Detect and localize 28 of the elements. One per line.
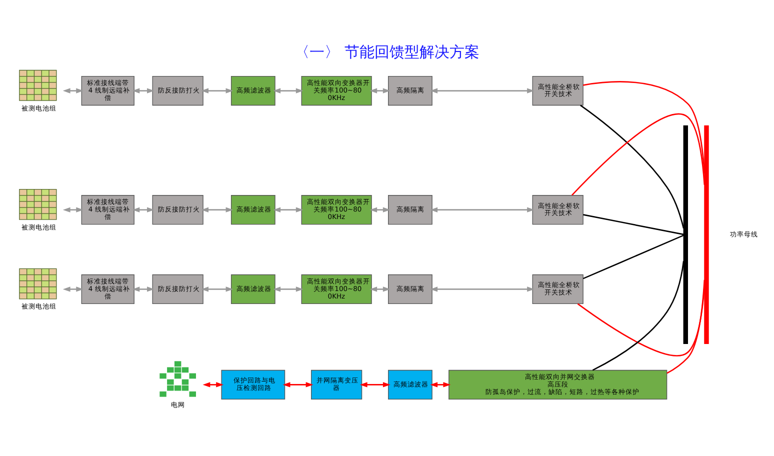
arrow (132, 88, 154, 93)
arrow (282, 382, 314, 387)
arrow (370, 206, 390, 212)
connector (580, 104, 684, 228)
node-bar (683, 124, 688, 344)
node-bar (704, 124, 709, 344)
connector (582, 234, 684, 279)
arrow (132, 206, 154, 212)
arrow (430, 206, 534, 212)
arrow (201, 88, 234, 93)
arrow (430, 88, 534, 93)
connector (666, 279, 706, 374)
arrow (273, 206, 304, 212)
connector (592, 260, 684, 370)
arrow (273, 286, 304, 292)
connector (583, 80, 706, 173)
arrow (201, 286, 234, 292)
arrow (202, 382, 224, 387)
arrow (132, 286, 154, 292)
arrow (360, 382, 390, 387)
connector (572, 113, 706, 196)
diagram-title: 〈一〉 节能回馈型解决方案 (294, 44, 480, 61)
arrow (201, 206, 234, 212)
arrow (273, 88, 304, 93)
arrow (430, 286, 534, 292)
connector (583, 214, 684, 235)
arrow (370, 286, 390, 292)
arrow (370, 88, 390, 93)
